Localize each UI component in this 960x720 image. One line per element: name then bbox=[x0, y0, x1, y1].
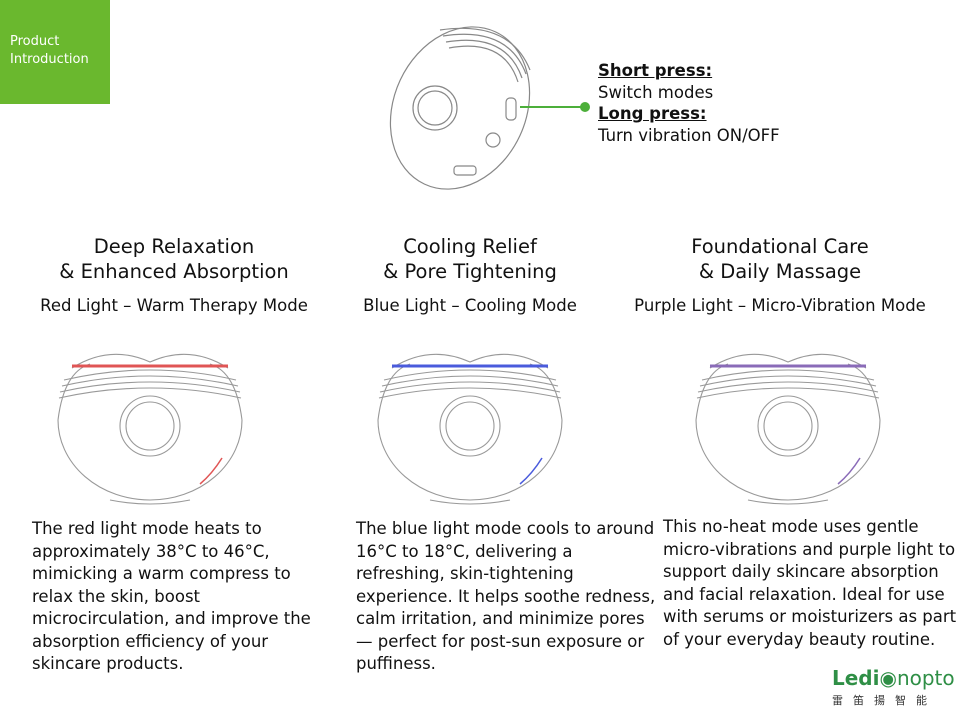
mode-column-red: Deep Relaxation & Enhanced Absorption Re… bbox=[24, 234, 324, 315]
mode-description-purple: This no-heat mode uses gentle micro-vibr… bbox=[663, 517, 957, 649]
callout-dot bbox=[580, 102, 590, 112]
mode-title: Cooling Relief & Pore Tightening bbox=[383, 235, 557, 283]
light-accent bbox=[519, 457, 543, 485]
logo-mark-icon: ◉ bbox=[879, 666, 897, 690]
logo-brand-a: Ledi bbox=[832, 666, 880, 690]
mode-description-blue: The blue light mode cools to around 16°C… bbox=[356, 519, 656, 673]
logo-brand-b: nopto bbox=[896, 666, 955, 690]
company-logo: Ledi◉nopto 雷笛揚智能 bbox=[832, 666, 955, 708]
long-press-text: Turn vibration ON/OFF bbox=[598, 125, 780, 145]
mode-subtitle: Purple Light – Micro-Vibration Mode bbox=[634, 296, 926, 315]
light-accent bbox=[199, 457, 223, 485]
mode-description-red: The red light mode heats to approximatel… bbox=[32, 519, 311, 673]
short-press-heading: Short press: bbox=[598, 61, 713, 80]
device-purple-light bbox=[695, 353, 881, 505]
mode-title: Deep Relaxation & Enhanced Absorption bbox=[59, 235, 289, 283]
mode-column-purple: Foundational Care & Daily Massage Purple… bbox=[630, 234, 930, 315]
mode-title: Foundational Care & Daily Massage bbox=[691, 235, 869, 283]
device-illustration bbox=[389, 26, 531, 190]
callout-line bbox=[520, 106, 586, 108]
product-introduction-tab: Product Introduction bbox=[0, 0, 110, 104]
device-blue-light bbox=[377, 353, 563, 505]
button-callout: Short press: Switch modes Long press: Tu… bbox=[598, 60, 780, 146]
mode-subtitle: Red Light – Warm Therapy Mode bbox=[40, 296, 308, 315]
mode-subtitle: Blue Light – Cooling Mode bbox=[363, 296, 577, 315]
short-press-text: Switch modes bbox=[598, 82, 714, 102]
logo-cn: 雷笛揚智能 bbox=[832, 694, 937, 707]
device-red-light bbox=[57, 353, 243, 505]
long-press-heading: Long press: bbox=[598, 104, 707, 123]
light-accent bbox=[837, 457, 861, 485]
mode-column-blue: Cooling Relief & Pore Tightening Blue Li… bbox=[320, 234, 620, 315]
